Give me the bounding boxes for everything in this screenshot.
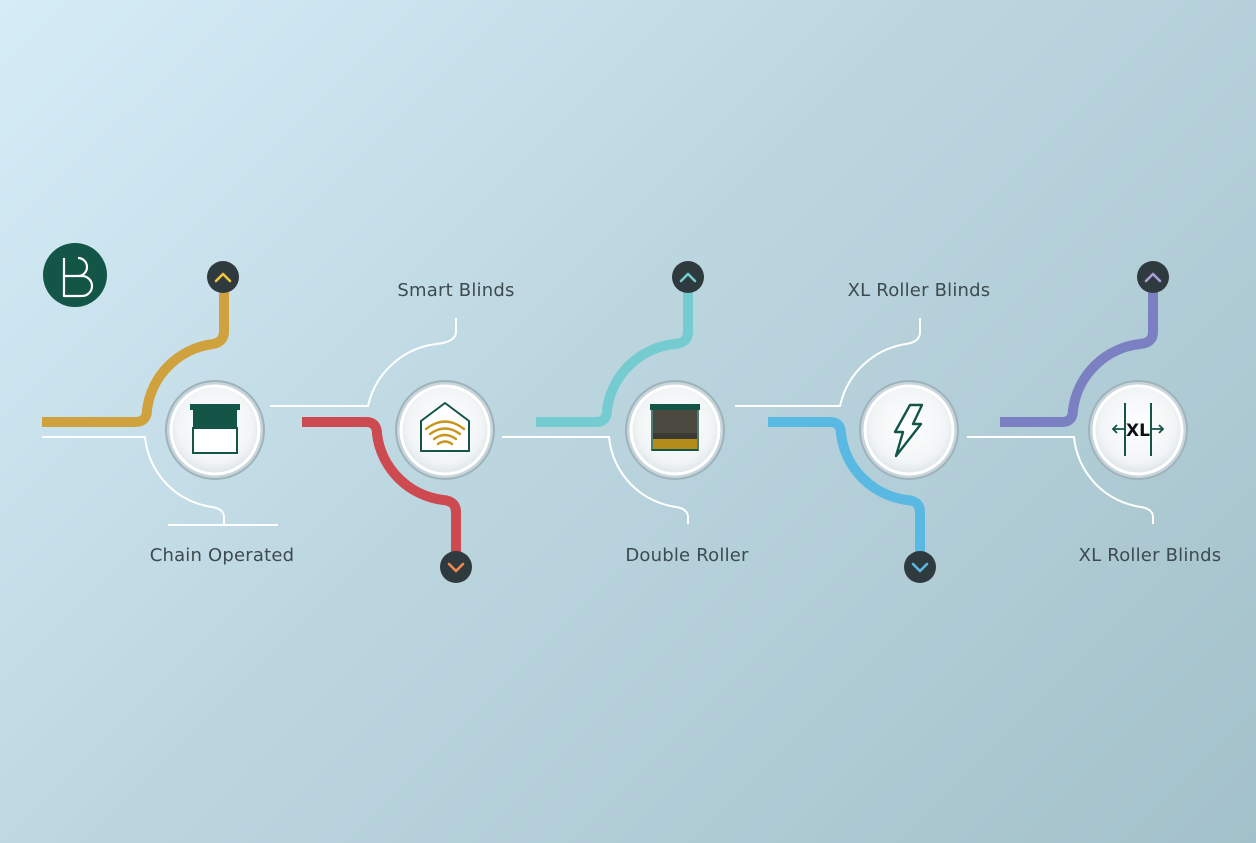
step-4-white-track [735, 318, 921, 407]
step-5-label: XL Roller Blinds [1078, 545, 1222, 566]
step-5-chevron-up-icon[interactable] [1137, 261, 1169, 293]
step-2 [270, 318, 461, 552]
step-3-white-track [502, 436, 689, 524]
step-3-chevron-up-icon[interactable] [672, 261, 704, 293]
step-4 [735, 317, 976, 552]
step-1-chevron-up-icon[interactable] [207, 261, 239, 293]
chain-roller-blind-icon [190, 404, 240, 454]
step-3-accent-track [536, 290, 693, 427]
svg-text:XL: XL [1126, 421, 1150, 441]
step-1-accent-track [42, 290, 229, 427]
step-5-accent-track [1000, 290, 1158, 427]
step-4-accent-track [768, 417, 925, 552]
xl-width-icon: XL [1111, 403, 1165, 456]
step-3 [502, 290, 742, 526]
step-5-white-track [967, 436, 1154, 524]
smart-home-wifi-icon [420, 402, 470, 452]
step-3-label: Double Roller [625, 545, 749, 566]
step-4-chevron-down-icon[interactable] [904, 551, 936, 583]
step-2-label: Smart Blinds [397, 280, 515, 301]
step-2-accent-track [302, 417, 461, 552]
step-1 [42, 290, 278, 526]
b-logo-icon [43, 243, 107, 307]
step-2-white-track [270, 318, 457, 407]
step-1-label: Chain Operated [149, 545, 295, 566]
double-roller-blind-icon [650, 404, 700, 451]
step-5-disc [1088, 380, 1188, 480]
step-5 [967, 290, 1207, 526]
lightning-icon [893, 403, 924, 458]
step-2-chevron-down-icon[interactable] [440, 551, 472, 583]
step-4-label: XL Roller Blinds [847, 280, 991, 301]
